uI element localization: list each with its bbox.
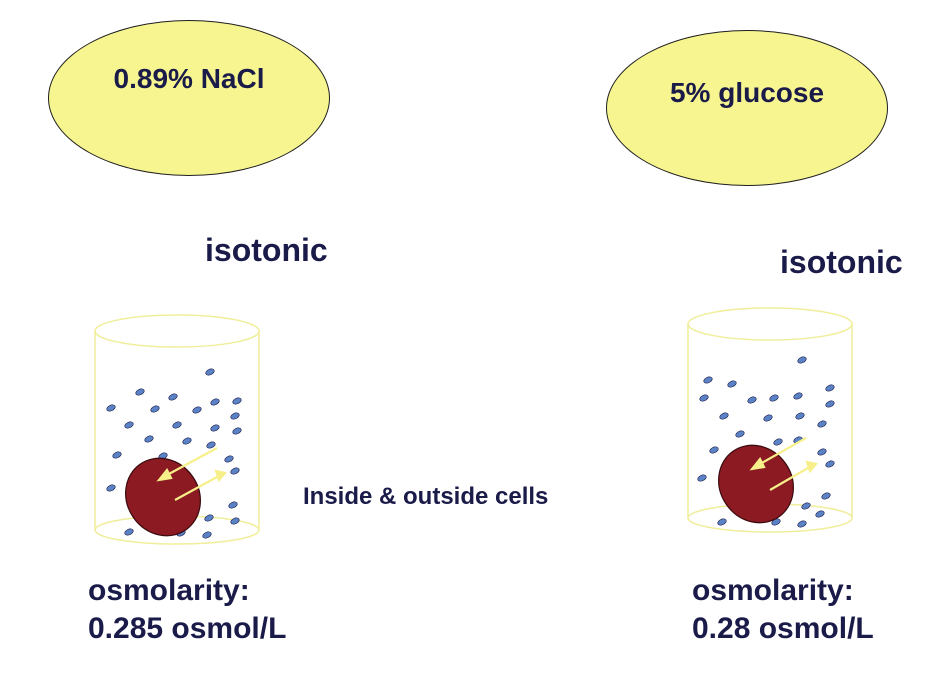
right-osmolarity-value: 0.28 osmol/L (692, 612, 874, 645)
glucose-solution-oval: 5% glucose (606, 30, 888, 186)
right-solute-particles (697, 356, 835, 528)
right-tonicity-label: isotonic (780, 244, 903, 280)
left-red-blood-cell (125, 457, 201, 537)
right-osmolarity: osmolarity: 0.28 osmol/L (692, 572, 874, 648)
left-osmolarity-title: osmolarity: (88, 574, 250, 607)
left-osmolarity-value: 0.285 osmol/L (88, 612, 287, 645)
nacl-solution-oval: 0.89% NaCl (48, 20, 330, 176)
left-solute-particles (106, 368, 242, 539)
right-osmosis-arrows (749, 437, 819, 491)
left-osmosis-arrows (156, 447, 228, 501)
right-beaker-outline (687, 307, 853, 533)
left-tonicity-label: isotonic (205, 232, 328, 268)
right-beaker (687, 307, 853, 533)
left-beaker (94, 314, 260, 545)
inside-outside-cells-label: Inside & outside cells (303, 483, 549, 510)
left-osmolarity: osmolarity: 0.285 osmol/L (88, 572, 286, 648)
right-red-blood-cell (718, 444, 794, 524)
glucose-solution-label: 5% glucose (669, 77, 825, 108)
right-osmolarity-title: osmolarity: (692, 574, 854, 607)
nacl-solution-label: 0.89% NaCl (113, 63, 265, 94)
